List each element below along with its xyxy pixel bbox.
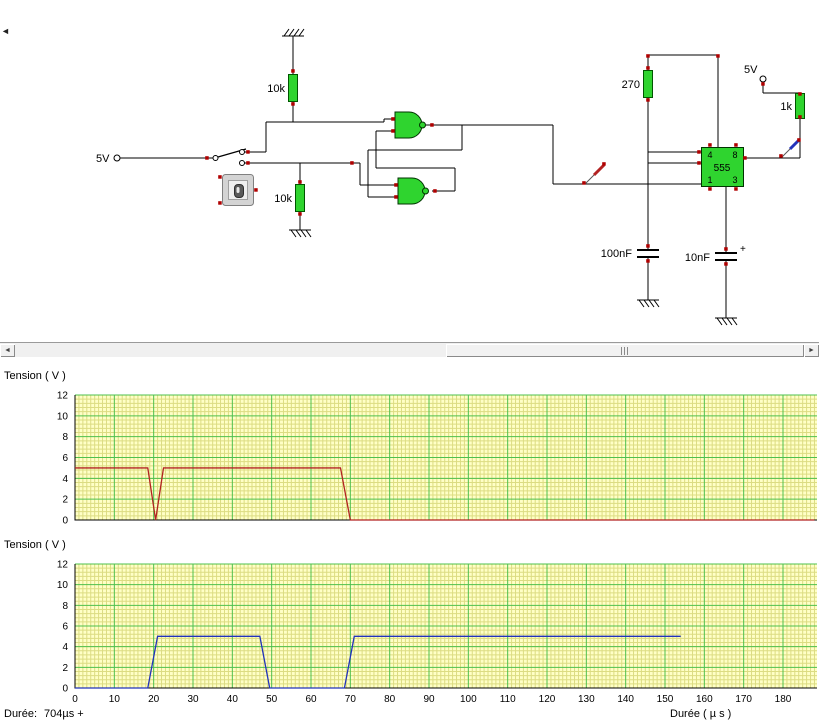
resistor-10k-bottom[interactable]: 10k xyxy=(274,184,305,212)
circuit-canvas[interactable]: 5V 5V 10k 10k 270 1k xyxy=(0,0,819,342)
scroll-right-icon: ► xyxy=(808,347,815,354)
pin-8-label: 8 xyxy=(732,150,737,160)
duration-label: Durée: xyxy=(4,708,37,720)
resistor-1k-label: 1k xyxy=(780,101,792,113)
spdt-switch[interactable] xyxy=(212,148,247,166)
x-tick-label: 90 xyxy=(423,694,435,705)
power-supply-5v-right[interactable]: 5V xyxy=(744,64,767,83)
graph1-ylabel: Tension ( V ) xyxy=(4,370,66,382)
capacitor-10nF[interactable]: 10nF + xyxy=(685,244,746,264)
nand-1-bubble-icon xyxy=(419,121,426,129)
x-tick-label: 20 xyxy=(148,694,160,705)
y-tick-label: 4 xyxy=(62,642,68,653)
resistor-10k-top-label: 10k xyxy=(267,83,285,95)
duration-value: 704µs + xyxy=(44,708,84,720)
resistor-270[interactable]: 270 xyxy=(622,70,653,98)
x-tick-label: 60 xyxy=(305,694,317,705)
connection-nodes xyxy=(205,54,802,266)
graph2-ylabel: Tension ( V ) xyxy=(4,539,66,551)
push-switch[interactable] xyxy=(222,174,254,206)
nand-2-bubble-icon xyxy=(422,187,429,195)
x-axis-label: Durée ( µ s ) xyxy=(670,708,731,720)
nand-gate-2[interactable] xyxy=(397,177,429,205)
timer-555-ic[interactable]: 4 8 555 1 3 xyxy=(701,147,744,187)
x-tick-label: 50 xyxy=(266,694,278,705)
x-tick-label: 150 xyxy=(657,694,674,705)
ground-symbol-10nF[interactable] xyxy=(715,317,738,326)
scroll-left-button[interactable]: ◄ xyxy=(0,344,15,357)
y-tick-label: 6 xyxy=(62,622,68,633)
oscilloscope-graph-1: 0 2 4 6 8 10 12 xyxy=(57,391,817,527)
trace-probe-blue xyxy=(75,635,681,689)
y-tick-label: 4 xyxy=(62,474,68,485)
supply-left-label: 5V xyxy=(96,153,110,165)
supply-right-label: 5V xyxy=(744,64,758,76)
x-tick-label: 120 xyxy=(539,694,556,705)
x-tick-label: 170 xyxy=(735,694,752,705)
timer-555-label: 555 xyxy=(714,163,731,174)
scrollbar-grip-icon xyxy=(620,346,630,355)
voltage-probe-2[interactable] xyxy=(781,138,801,158)
voltage-probe-1[interactable] xyxy=(584,163,606,185)
resistor-1k[interactable]: 1k xyxy=(780,93,805,119)
scrollbar-thumb[interactable] xyxy=(446,344,804,357)
resistor-10k-top[interactable]: 10k xyxy=(267,74,298,102)
y-tick-label: 6 xyxy=(62,453,68,464)
y-tick-label: 8 xyxy=(62,432,68,443)
x-tick-label: 10 xyxy=(109,694,121,705)
resistor-10k-bottom-label: 10k xyxy=(274,193,292,205)
y-tick-label: 10 xyxy=(57,580,69,591)
power-supply-5v-left[interactable]: 5V xyxy=(96,153,121,165)
pan-left-icon[interactable]: ◄ xyxy=(1,26,10,36)
x-tick-label: 110 xyxy=(500,694,516,705)
pin-3-label: 3 xyxy=(732,175,737,185)
capacitor-100nF-label: 100nF xyxy=(601,248,632,260)
capacitor-10nF-polarity: + xyxy=(740,244,746,255)
x-tick-label: 80 xyxy=(384,694,396,705)
pin-1-label: 1 xyxy=(707,175,712,185)
ground-symbol-100nF[interactable] xyxy=(637,299,660,308)
x-tick-label: 100 xyxy=(460,694,477,705)
push-switch-highlight xyxy=(236,187,240,193)
scroll-right-button[interactable]: ► xyxy=(804,344,819,357)
x-tick-label: 70 xyxy=(345,694,357,705)
scroll-left-icon: ◄ xyxy=(4,347,11,354)
x-tick-label: 0 xyxy=(72,694,78,705)
pin-4-label: 4 xyxy=(707,150,712,160)
x-tick-label: 40 xyxy=(227,694,239,705)
graph-panel: Tension ( V ) 0 2 4 6 8 10 12 Tension ( V ) 0 2… xyxy=(4,370,817,720)
x-tick-label: 180 xyxy=(775,694,792,705)
horizontal-scrollbar[interactable]: ◄ ► xyxy=(0,342,819,357)
y-tick-label: 0 xyxy=(62,684,68,695)
trace-probe-red xyxy=(75,467,815,521)
y-tick-label: 8 xyxy=(62,601,68,612)
wire-layer[interactable] xyxy=(120,36,801,318)
y-tick-label: 10 xyxy=(57,411,69,422)
x-tick-label: 160 xyxy=(696,694,713,705)
y-tick-label: 12 xyxy=(57,560,69,571)
ground-symbol-switch[interactable] xyxy=(289,229,312,238)
y-tick-label: 2 xyxy=(62,495,68,506)
x-tick-label: 140 xyxy=(617,694,634,705)
y-tick-label: 2 xyxy=(62,663,68,674)
nand-gate-1[interactable] xyxy=(394,111,426,139)
capacitor-100nF[interactable]: 100nF xyxy=(601,248,659,260)
resistor-270-label: 270 xyxy=(622,79,640,91)
ground-symbol-top[interactable] xyxy=(282,28,305,37)
capacitor-10nF-label: 10nF xyxy=(685,252,710,264)
y-tick-label: 12 xyxy=(57,391,69,402)
x-tick-label: 130 xyxy=(578,694,595,705)
x-tick-label: 30 xyxy=(187,694,199,705)
y-tick-label: 0 xyxy=(62,516,68,527)
